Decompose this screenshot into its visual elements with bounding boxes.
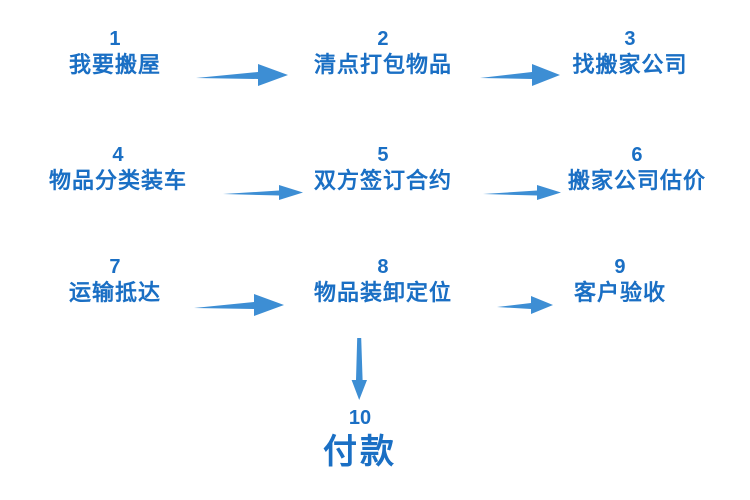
step-4-label: 物品分类装车 bbox=[48, 168, 188, 193]
arrow-down-icon bbox=[351, 338, 367, 400]
flow-step-9[interactable]: 9 客户验收 bbox=[574, 256, 666, 308]
flow-step-7[interactable]: 7 运输抵达 bbox=[69, 256, 161, 308]
step-8-label: 物品装卸定位 bbox=[313, 280, 453, 305]
arrow-step2-to-step3 bbox=[480, 62, 560, 88]
flow-step-1[interactable]: 1 我要搬屋 bbox=[69, 28, 161, 80]
flow-step-2[interactable]: 2 清点打包物品 bbox=[314, 28, 452, 80]
arrow-step8-to-step9 bbox=[497, 294, 553, 316]
arrow-right-icon bbox=[194, 294, 284, 316]
step-9-label: 客户验收 bbox=[573, 280, 667, 305]
step-3-label: 找搬家公司 bbox=[572, 52, 688, 77]
arrow-step7-to-step8 bbox=[194, 292, 284, 318]
arrow-step4-to-step5 bbox=[223, 182, 303, 202]
arrow-right-icon bbox=[497, 296, 553, 314]
step-10-label: 付款 bbox=[323, 433, 397, 471]
step-3-number: 3 bbox=[624, 28, 636, 50]
step-6-label: 搬家公司估价 bbox=[567, 168, 707, 193]
arrow-step1-to-step2 bbox=[196, 62, 288, 88]
arrow-right-icon bbox=[480, 64, 560, 86]
flow-step-10[interactable]: 10 付款 bbox=[323, 406, 397, 474]
flow-step-4[interactable]: 4 物品分类装车 bbox=[49, 144, 187, 196]
step-8-number: 8 bbox=[377, 256, 389, 278]
step-7-label: 运输抵达 bbox=[68, 280, 162, 305]
flow-step-3[interactable]: 3 找搬家公司 bbox=[572, 28, 687, 80]
flow-step-8[interactable]: 8 物品装卸定位 bbox=[314, 256, 452, 308]
arrow-right-icon bbox=[196, 64, 288, 86]
arrow-right-icon bbox=[223, 185, 303, 200]
arrow-right-icon bbox=[483, 185, 561, 200]
arrow-step8-to-step10 bbox=[348, 338, 372, 400]
step-5-number: 5 bbox=[377, 144, 389, 166]
arrow-step5-to-step6 bbox=[483, 182, 561, 202]
step-5-label: 双方签订合约 bbox=[313, 168, 453, 193]
flow-step-6[interactable]: 6 搬家公司估价 bbox=[568, 144, 706, 196]
step-7-number: 7 bbox=[109, 256, 121, 278]
step-4-number: 4 bbox=[112, 144, 124, 166]
step-6-number: 6 bbox=[631, 144, 643, 166]
step-10-number: 10 bbox=[348, 407, 372, 429]
step-1-number: 1 bbox=[109, 28, 121, 50]
step-2-number: 2 bbox=[377, 28, 389, 50]
step-1-label: 我要搬屋 bbox=[68, 52, 162, 77]
step-2-label: 清点打包物品 bbox=[313, 52, 453, 77]
flow-step-5[interactable]: 5 双方签订合约 bbox=[314, 144, 452, 196]
step-9-number: 9 bbox=[614, 256, 626, 278]
